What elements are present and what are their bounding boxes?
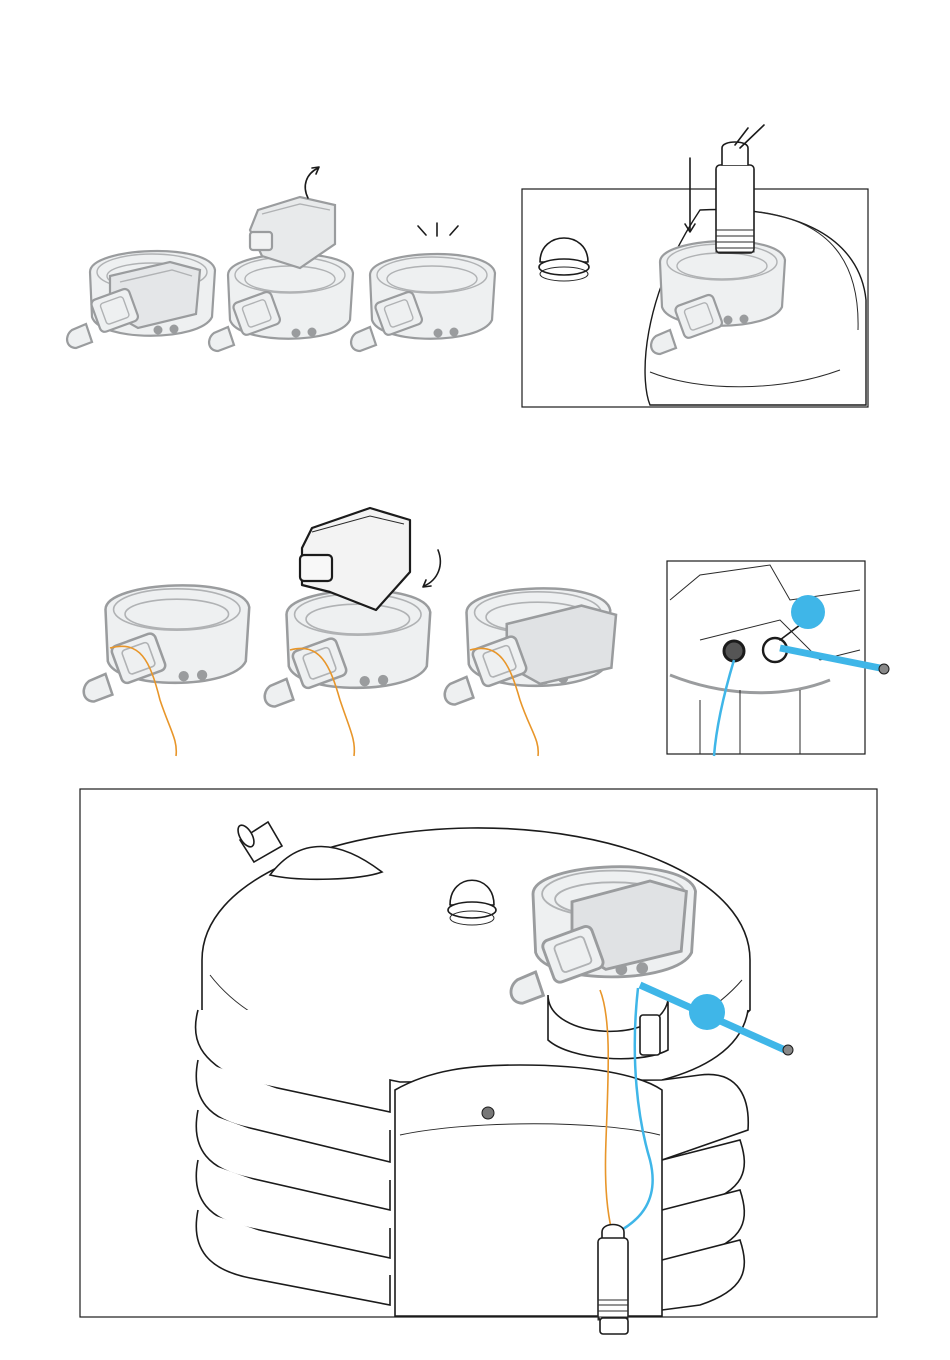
housing-filter-lifted	[209, 254, 353, 351]
housing-with-cable-2	[265, 590, 431, 706]
click-marks-icon	[418, 223, 458, 236]
housing-with-cable-1	[84, 585, 250, 701]
housing-empty	[351, 254, 495, 351]
housing-with-filter	[67, 251, 215, 348]
submersible-pump-in-tank	[598, 1225, 628, 1335]
housing-with-cable-3	[445, 588, 616, 704]
